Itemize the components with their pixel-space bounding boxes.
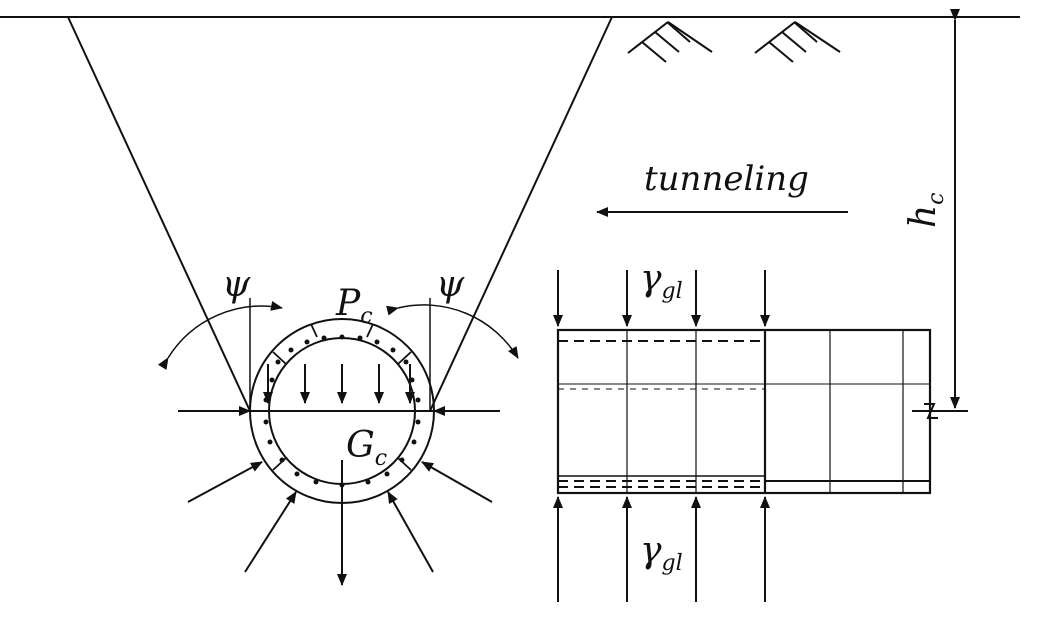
radial-pressure-arrow <box>244 491 297 573</box>
radial-pressure-arrow <box>387 491 434 573</box>
pc-label-main: P <box>335 283 361 324</box>
longitudinal-section <box>556 328 932 495</box>
psi-label-left: ψ <box>222 264 251 305</box>
pc-label-sub: c <box>360 304 372 329</box>
wedge-line-right <box>429 16 613 412</box>
hc-label: hc <box>903 192 949 228</box>
gc-label-sub: c <box>375 446 387 471</box>
gamma-label-bottom-sub: gl <box>662 551 683 576</box>
gamma-label-top-main: γ <box>640 258 662 299</box>
radial-pressure-arrow <box>421 461 493 503</box>
psi-arc-right <box>386 304 519 359</box>
hc-label-main: h <box>903 205 944 228</box>
soil-hatch-symbol <box>754 21 841 63</box>
tunneling-label: tunneling <box>644 159 809 199</box>
break-symbol <box>924 403 938 419</box>
psi-arc-left <box>157 301 283 370</box>
pc-label: Pc <box>335 283 373 329</box>
rebar-dots <box>263 334 421 488</box>
gc-label-main: G <box>346 425 375 466</box>
psi-label-right: ψ <box>436 264 465 305</box>
wedge-line-left <box>67 16 251 412</box>
gamma-label-top: γgl <box>640 258 683 304</box>
radial-pressure-arrow <box>187 461 263 503</box>
gamma-label-bottom-main: γ <box>640 530 662 571</box>
gamma-label-bottom: γgl <box>640 530 683 576</box>
hc-label-sub: c <box>924 192 949 204</box>
soil-hatch-symbol <box>627 21 713 63</box>
gamma-label-top-sub: gl <box>662 279 683 304</box>
gc-label: Gc <box>346 425 387 471</box>
